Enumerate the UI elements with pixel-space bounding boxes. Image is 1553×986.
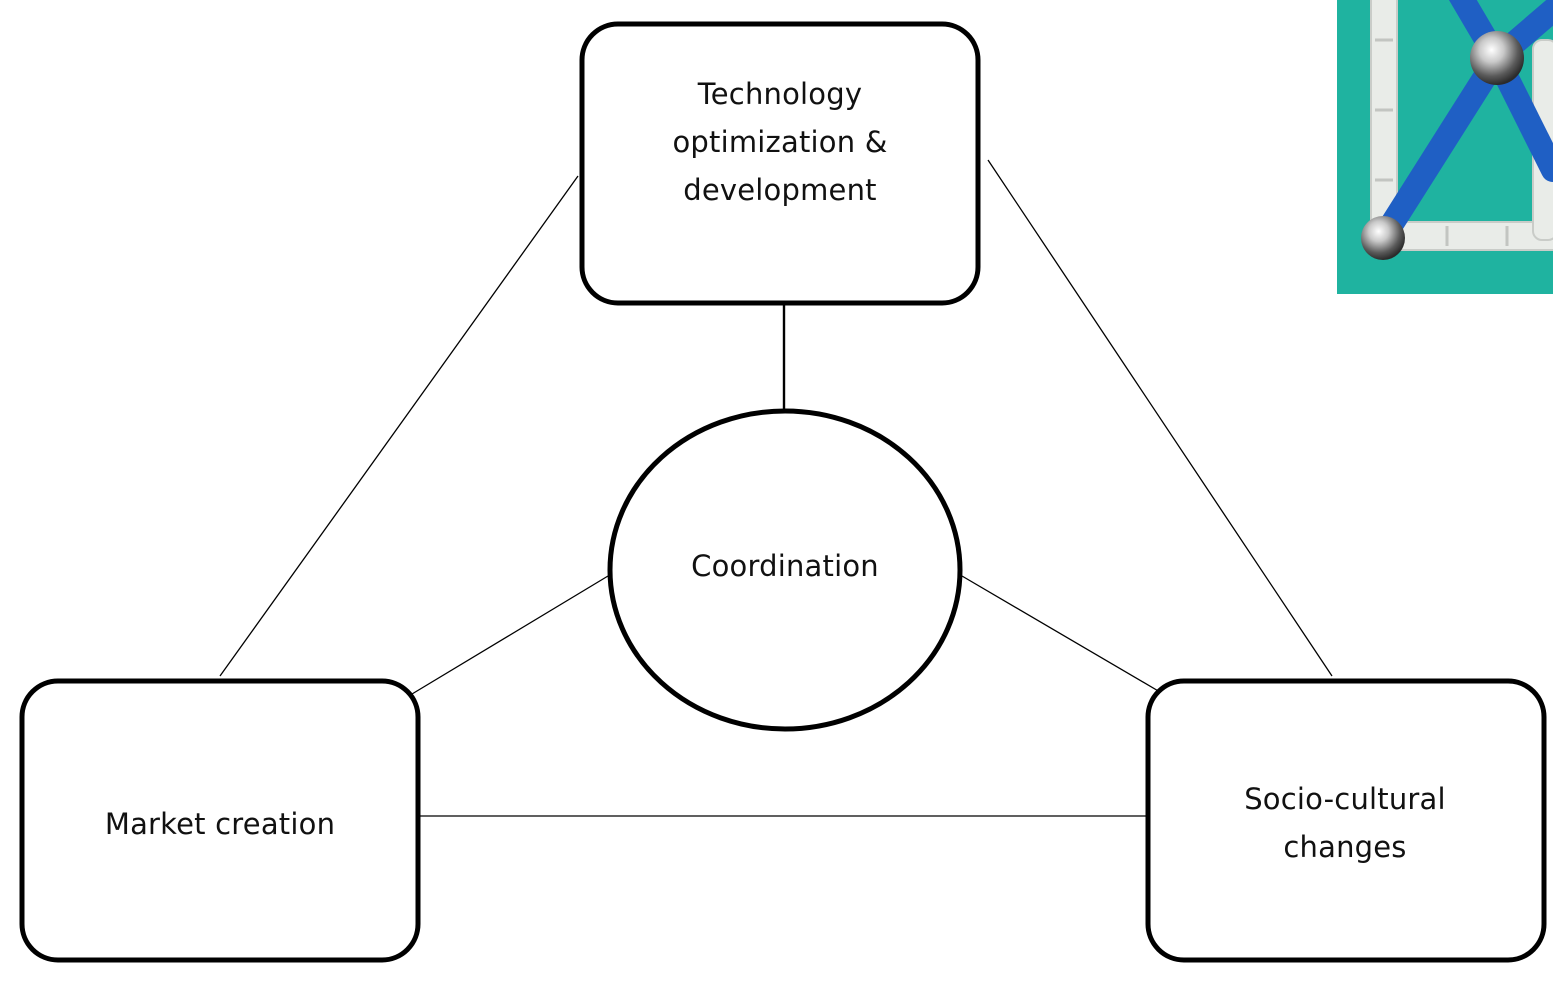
edge-technology-market xyxy=(219,175,579,677)
market-creation-node xyxy=(19,678,421,963)
edge-coordination-market xyxy=(411,575,609,695)
coordination-node-label: Coordination xyxy=(691,549,879,583)
steel-ball-bottom xyxy=(1361,216,1405,260)
technology-node xyxy=(579,21,981,306)
socio-cultural-node-label: Socio-cultural changes xyxy=(1244,782,1446,864)
coordination-node xyxy=(607,408,963,732)
blue-rod-diagonal-1 xyxy=(1371,46,1509,250)
market-creation-node-label: Market creation xyxy=(104,807,336,841)
magnetic-construction-toy-photo-icon xyxy=(1337,0,1553,294)
white-rod-horizontal xyxy=(1391,221,1553,251)
photo-graphic xyxy=(1337,0,1553,294)
socio-cultural-node xyxy=(1145,678,1547,963)
edge-coordination-socio xyxy=(961,575,1161,693)
technology-node-label: Technology optimization & development xyxy=(672,77,888,207)
edge-technology-socio xyxy=(987,159,1333,677)
steel-ball-top xyxy=(1470,31,1524,85)
